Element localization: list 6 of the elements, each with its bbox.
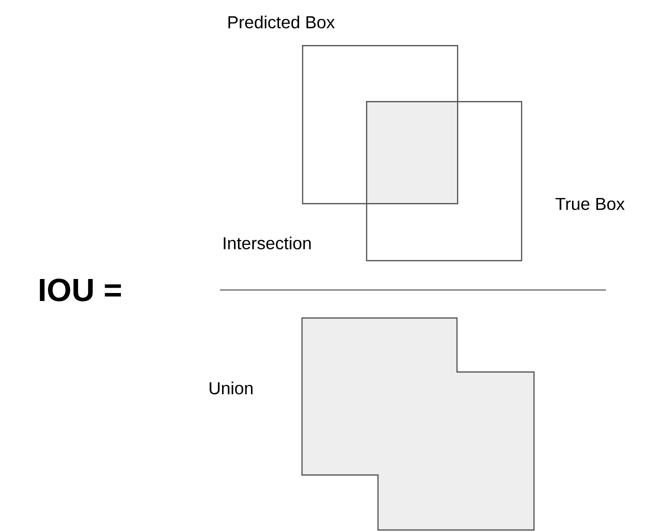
box-label: Predicted Box [228,16,335,28]
equation-label: IOU = [40,278,121,302]
box-label: True Box [556,198,625,210]
area-label: Union [210,382,252,394]
intersection-area [366,101,458,204]
area-label: Intersection [224,236,311,250]
